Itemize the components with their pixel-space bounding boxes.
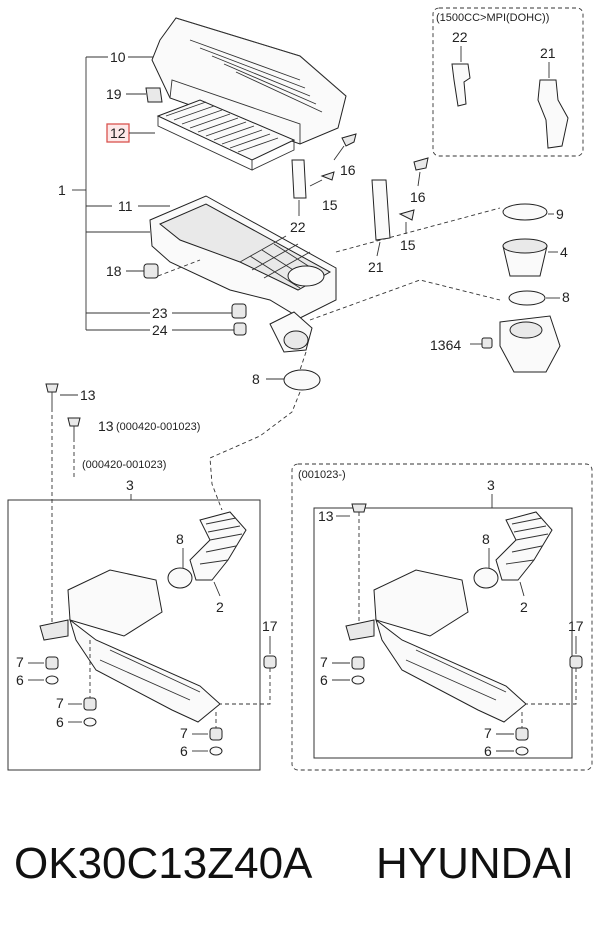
- callout-3b: 3: [487, 477, 495, 493]
- callout-8d: 8: [482, 531, 490, 547]
- nut-7e: [515, 727, 529, 741]
- bolt-16b: [413, 157, 429, 171]
- bolt-16a: [341, 133, 357, 147]
- callout-3a: 3: [126, 477, 134, 493]
- callout-21: 21: [368, 259, 384, 275]
- callout-9: 9: [556, 206, 564, 222]
- callout-7b: 7: [56, 695, 64, 711]
- grommet-18: [143, 263, 159, 279]
- nut-7b: [83, 697, 97, 711]
- callout-24: 24: [152, 322, 168, 338]
- nut-17-left: [263, 655, 277, 669]
- mount-23: [231, 303, 247, 319]
- callout-16a: 16: [340, 162, 356, 178]
- callout-13b: 13: [98, 418, 114, 434]
- callout-22: 22: [290, 219, 306, 235]
- clamp-9: [502, 203, 548, 221]
- callout-11: 11: [118, 198, 133, 214]
- callout-10: 10: [110, 49, 126, 65]
- callout-17a: 17: [262, 618, 278, 634]
- callout-22-dohc: 22: [452, 29, 468, 45]
- bolt-13b: [67, 417, 81, 427]
- nut-7d: [351, 656, 365, 670]
- callout-7e: 7: [484, 725, 492, 741]
- bolt-13a: [45, 383, 59, 393]
- washer-6c: [209, 746, 223, 756]
- brand-name: HYUNDAI: [376, 839, 574, 888]
- right-box-title: (001023-): [298, 469, 346, 481]
- nut-7c: [209, 727, 223, 741]
- callout-18: 18: [106, 263, 122, 279]
- washer-6e: [515, 746, 529, 756]
- callout-6c: 6: [180, 743, 188, 759]
- callout-6b: 6: [56, 714, 64, 730]
- callout-2b: 2: [520, 599, 528, 615]
- callout-15a: 15: [322, 197, 338, 213]
- bolt-15a: [320, 171, 335, 181]
- bracket-22-dohc: [451, 63, 471, 107]
- intake-duct-right: [375, 618, 527, 723]
- callout-17b: 17: [568, 618, 584, 634]
- callout-2a: 2: [216, 599, 224, 615]
- sensor-1364: [481, 337, 493, 349]
- callout-1: 1: [58, 182, 66, 198]
- nut-17-right: [569, 655, 583, 669]
- part-number: OK30C13Z40A: [14, 839, 313, 888]
- right-box: [291, 463, 593, 771]
- outlet-port: [287, 265, 325, 287]
- mount-24: [233, 322, 247, 336]
- callout-13c: 13: [318, 508, 334, 524]
- callout-8a: 8: [562, 289, 570, 305]
- clamp-8-right: [473, 567, 499, 589]
- washer-6d: [351, 675, 365, 685]
- callout-4: 4: [560, 244, 568, 260]
- bracket-21: [371, 179, 391, 241]
- air-box-left: [67, 569, 163, 637]
- hose-2-right: [495, 511, 553, 581]
- clamp-8-left: [167, 567, 193, 589]
- callout-12: 12: [110, 125, 126, 141]
- callout-23: 23: [152, 305, 168, 321]
- callout-6e: 6: [484, 743, 492, 759]
- air-box-right: [373, 569, 469, 637]
- callout-19: 19: [106, 86, 122, 102]
- hose-2-left: [189, 511, 247, 581]
- right-box-frame: [313, 507, 573, 759]
- washer-6b: [83, 717, 97, 727]
- bolt-range-note: (000420-001023): [116, 421, 200, 433]
- callout-13a: 13: [80, 387, 96, 403]
- callout-7c: 7: [180, 725, 188, 741]
- bracket-21-dohc: [537, 79, 569, 149]
- clamp-8-outlet: [283, 369, 321, 391]
- callout-7a: 7: [16, 654, 24, 670]
- callout-8b: 8: [252, 371, 260, 387]
- left-box-title: (000420-001023): [82, 459, 166, 471]
- bolt-13c: [351, 503, 367, 513]
- callout-6d: 6: [320, 672, 328, 688]
- bracket-22: [291, 159, 307, 199]
- left-box-frame: [7, 499, 261, 771]
- callout-6a: 6: [16, 672, 24, 688]
- callout-21-dohc: 21: [540, 45, 556, 61]
- callout-16b: 16: [410, 189, 426, 205]
- bolt-15b: [398, 209, 415, 221]
- callout-15b: 15: [400, 237, 416, 253]
- variant-box-dohc: [432, 7, 584, 157]
- washer-6a: [45, 675, 59, 685]
- callout-8c: 8: [176, 531, 184, 547]
- variant-box-dohc-title: (1500CC>MPI(DOHC)): [436, 12, 549, 24]
- callout-7d: 7: [320, 654, 328, 670]
- nut-7a: [45, 656, 59, 670]
- clip-19: [145, 87, 163, 103]
- clamp-8-top: [508, 290, 546, 306]
- callout-1364: 1364: [430, 337, 461, 353]
